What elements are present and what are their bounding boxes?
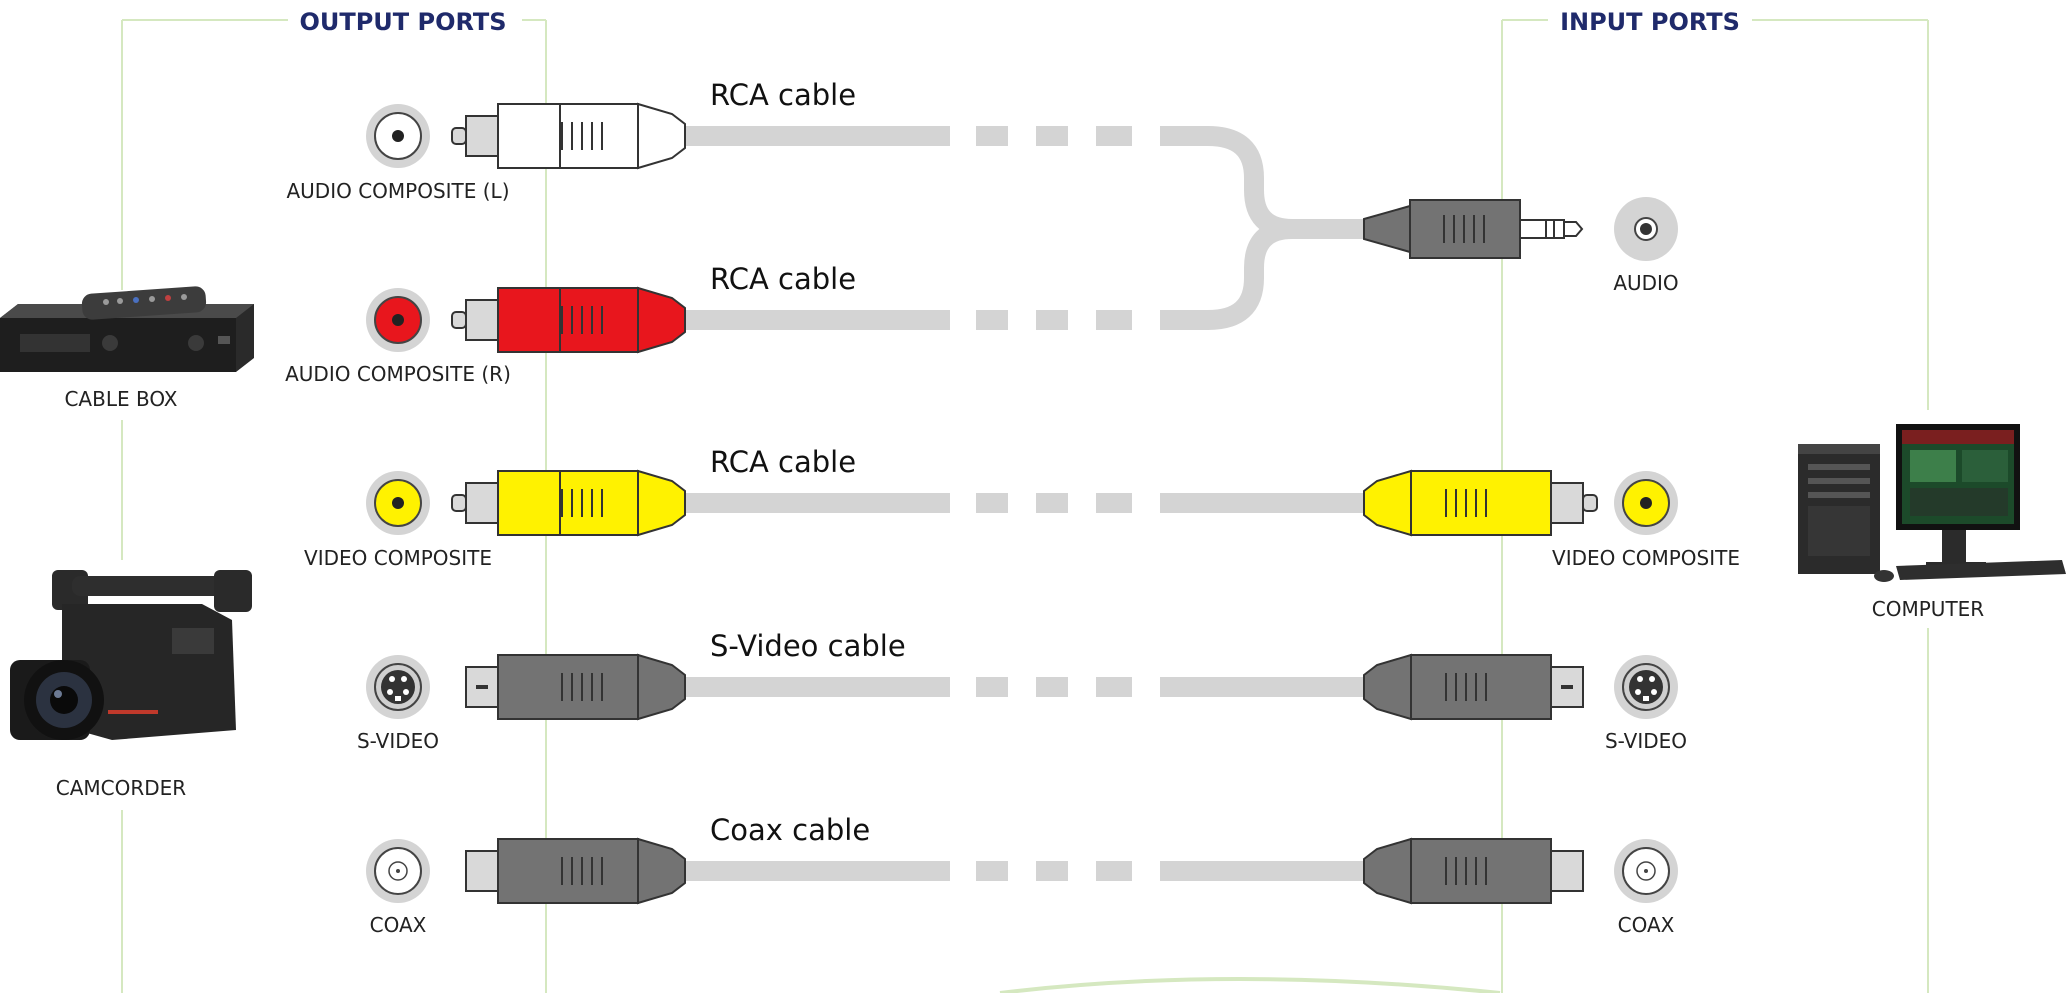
remote-control-image [81, 286, 207, 320]
output-port-audio-right [366, 288, 430, 352]
output-port-audio-left [366, 104, 430, 168]
output-port-svideo-label: S-VIDEO [357, 729, 439, 753]
computer-image [1798, 424, 2066, 582]
cable-label-rca-right: RCA cable [710, 262, 856, 296]
rca-plug-yellow-output [451, 469, 686, 537]
output-port-audio-left-label: AUDIO COMPOSITE (L) [286, 179, 509, 203]
input-port-coax [1614, 839, 1678, 903]
svideo-plug-output [465, 653, 686, 721]
computer-label: COMPUTER [1872, 597, 1985, 621]
input-port-svideo [1614, 655, 1678, 719]
audio-jack-plug [1363, 199, 1584, 259]
rca-plug-yellow-input [1363, 469, 1598, 537]
output-port-video-label: VIDEO COMPOSITE [304, 546, 492, 570]
bottom-arc [999, 977, 1501, 993]
output-port-coax-label: COAX [370, 913, 427, 937]
cable-label-svideo: S-Video cable [710, 629, 906, 663]
cable-label-coax: Coax cable [710, 813, 870, 847]
cable-label-rca-video: RCA cable [710, 445, 856, 479]
output-port-coax [366, 839, 430, 903]
input-port-audio [1614, 197, 1678, 261]
input-port-audio-label: AUDIO [1613, 271, 1678, 295]
cable-box-label: CABLE BOX [64, 387, 177, 411]
rca-plug-white [451, 102, 686, 170]
output-port-svideo [366, 655, 430, 719]
coax-plug-output [465, 837, 686, 905]
input-port-svideo-label: S-VIDEO [1605, 729, 1687, 753]
camcorder-label: CAMCORDER [56, 776, 187, 800]
input-port-video [1614, 471, 1678, 535]
coax-plug-input [1363, 837, 1584, 905]
cable-label-rca-left: RCA cable [710, 78, 856, 112]
camcorder-image [10, 570, 252, 740]
input-port-video-label: VIDEO COMPOSITE [1552, 546, 1740, 570]
cable-lines [680, 126, 1372, 881]
output-port-audio-right-label: AUDIO COMPOSITE (R) [285, 362, 511, 386]
cable-box-image [0, 286, 254, 372]
input-port-coax-label: COAX [1618, 913, 1675, 937]
output-port-video [366, 471, 430, 535]
svideo-plug-input [1363, 653, 1584, 721]
rca-plug-red [451, 286, 686, 354]
output-ports-header: OUTPUT PORTS [299, 8, 506, 36]
input-ports-header: INPUT PORTS [1560, 8, 1740, 36]
